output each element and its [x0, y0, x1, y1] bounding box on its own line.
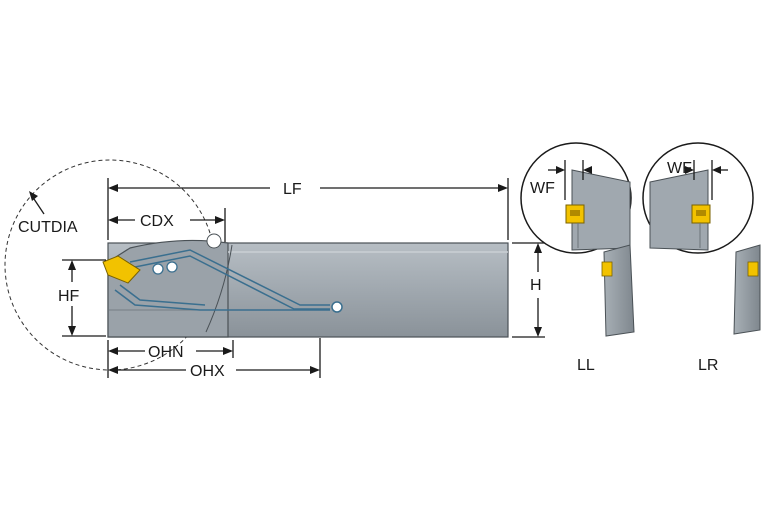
- ll-side-view: [601, 244, 635, 337]
- clamp-hole: [206, 233, 222, 249]
- ohx-label: OHX: [190, 363, 225, 380]
- ohn-dimension: [107, 340, 234, 378]
- ohn-label: OHN: [148, 344, 184, 361]
- coolant-hole-1: [152, 263, 164, 275]
- cdx-dimension: [108, 208, 226, 242]
- lr-side-view: [733, 244, 761, 335]
- wf-label-left: WF: [530, 180, 555, 197]
- ohx-dimension: [108, 338, 321, 378]
- lf-dimension: [107, 178, 509, 240]
- hf-label: HF: [58, 288, 80, 305]
- detail-circle-lr: [642, 142, 754, 254]
- wf-label-right: WF: [667, 160, 692, 177]
- coolant-hole-2: [166, 261, 178, 273]
- lr-label: LR: [698, 357, 718, 374]
- cutting-insert: [102, 255, 141, 284]
- h-dimension: [512, 242, 545, 338]
- coolant-channels: [114, 249, 330, 311]
- cutdia-label: CUTDIA: [18, 219, 78, 236]
- hf-dimension: [62, 259, 106, 337]
- lf-label: LF: [283, 181, 302, 198]
- h-label: H: [530, 277, 542, 294]
- coolant-port: [331, 301, 343, 313]
- ll-label: LL: [577, 357, 595, 374]
- detail-circle-ll: [520, 142, 632, 254]
- cdx-label: CDX: [140, 213, 174, 230]
